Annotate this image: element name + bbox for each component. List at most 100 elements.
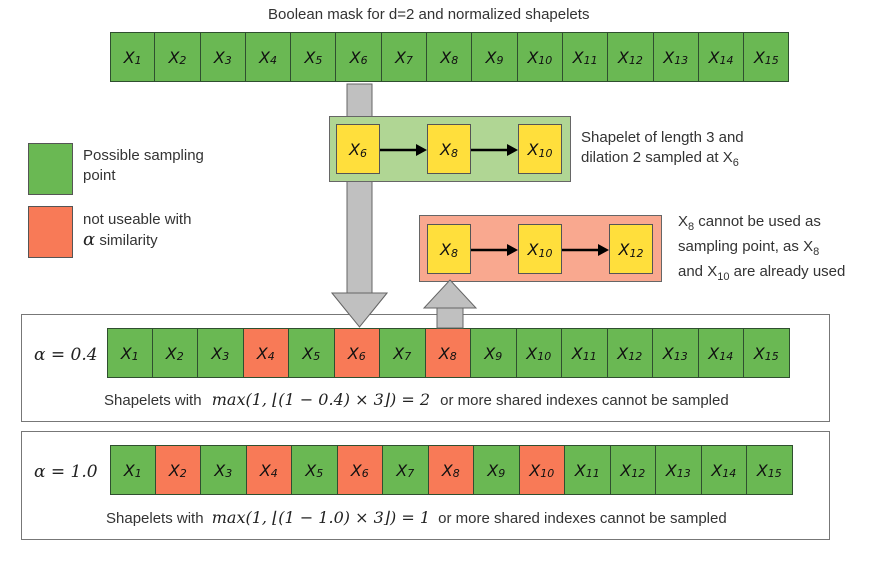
cell-index: 11	[583, 53, 598, 67]
cell-index: 6	[358, 349, 366, 363]
alpha-1-0-caption: Shapelets with max(1, ⌊(1 − 1.0) × 3⌋) =…	[106, 508, 727, 527]
cell-letter: X	[396, 460, 408, 480]
cell-index: 12	[631, 466, 646, 480]
cell-index: 14	[719, 349, 734, 363]
cell-index: 2	[176, 349, 184, 363]
cell-letter: X	[211, 343, 223, 363]
legend-not-useable-label: not useable with α similarity	[83, 211, 192, 250]
cell-index: 8	[451, 53, 459, 67]
diagram-title: Boolean mask for d=2 and normalized shap…	[268, 6, 590, 23]
cell-index: 5	[316, 466, 324, 480]
legend-red-swatch	[28, 206, 73, 258]
cell-index: 10	[537, 349, 552, 363]
cell-index: 10	[538, 53, 553, 67]
cell-letter: X	[527, 47, 539, 67]
cell-index: 8	[449, 349, 457, 363]
cell-index: 6	[361, 466, 369, 480]
cell-index: 5	[313, 349, 321, 363]
cell-letter: X	[708, 47, 720, 67]
cell-index: 9	[496, 53, 504, 67]
cell-letter: X	[168, 47, 180, 67]
cell-letter: X	[256, 343, 268, 363]
cell-letter: X	[485, 47, 497, 67]
cell-index: 9	[498, 466, 506, 480]
point-letter: X	[440, 139, 451, 159]
sampled-shapelet-arrows	[380, 144, 518, 156]
cell-letter: X	[617, 47, 629, 67]
cell-letter: X	[123, 460, 135, 480]
cell-letter: X	[665, 460, 677, 480]
cell-index: 4	[270, 466, 278, 480]
cell-letter: X	[753, 47, 765, 67]
cell-index: 15	[764, 349, 779, 363]
cell-index: 4	[267, 349, 275, 363]
cell-letter: X	[708, 343, 720, 363]
cell-letter: X	[529, 460, 541, 480]
cell-index: 12	[628, 53, 643, 67]
cell-letter: X	[214, 460, 226, 480]
cell-letter: X	[711, 460, 723, 480]
cell-letter: X	[213, 47, 225, 67]
cell-letter: X	[394, 47, 406, 67]
cell-letter: X	[259, 460, 271, 480]
point-letter: X	[527, 139, 539, 159]
cell-letter: X	[259, 47, 271, 67]
cell-index: 12	[628, 349, 643, 363]
point-letter: X	[527, 239, 539, 259]
legend-green-swatch	[28, 143, 73, 195]
cell-index: 3	[224, 53, 232, 67]
cell-letter: X	[484, 343, 496, 363]
cell-index: 14	[719, 53, 734, 67]
cell-index: 11	[585, 466, 600, 480]
cell-letter: X	[120, 343, 132, 363]
cell-letter: X	[441, 460, 453, 480]
rejected-shapelet-caption: X8 cannot be used as sampling point, as …	[678, 213, 846, 283]
cell-letter: X	[305, 460, 317, 480]
cell-index: 5	[315, 53, 323, 67]
cell-index: 2	[179, 53, 187, 67]
cell-index: 11	[582, 349, 597, 363]
cell-index: 7	[404, 349, 412, 363]
cell-index: 3	[222, 349, 230, 363]
cell-letter: X	[349, 47, 361, 67]
up-arrow	[422, 279, 478, 329]
point-letter: X	[349, 139, 360, 159]
cell-letter: X	[487, 460, 499, 480]
point-letter: X	[618, 239, 630, 259]
cell-letter: X	[438, 343, 450, 363]
cell-letter: X	[574, 460, 586, 480]
